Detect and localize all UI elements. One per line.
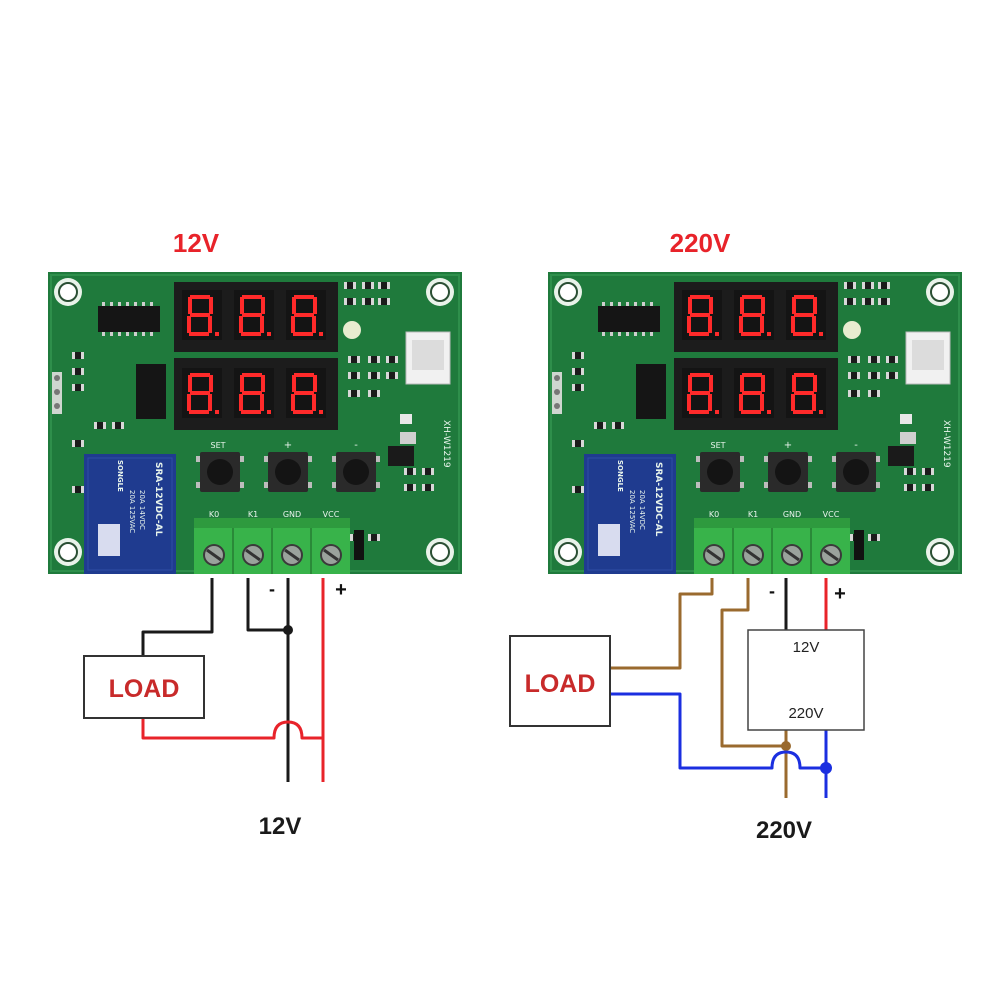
right-diagram: 220V SET + - K0 K1 GND VCC XH-W1219 SRA-… <box>509 228 962 844</box>
right-k1-wire <box>720 578 786 748</box>
right-board: SET + - K0 K1 GND VCC XH-W1219 SRA-12VDC… <box>548 272 962 574</box>
gnd-label: GND <box>783 510 801 519</box>
vcc-label: VCC <box>823 510 840 519</box>
right-brown-junction <box>781 741 791 751</box>
left-board-labels: SET + - K0 K1 GND VCC XH-W1219 SRA-12VDC… <box>116 420 451 537</box>
model-label: XH-W1219 <box>441 420 451 468</box>
k0-label: K0 <box>209 510 219 519</box>
minus-button-label: - <box>354 440 358 451</box>
right-supply-label: 220V <box>756 817 812 844</box>
relay-rating-2: 20A 125VAC <box>628 490 636 533</box>
relay-model: SRA-12VDC-AL <box>653 462 663 537</box>
vcc-label: VCC <box>323 510 340 519</box>
right-power-supply-box: 12V 220V <box>747 629 865 731</box>
model-label: XH-W1219 <box>941 420 951 468</box>
left-diagram: 12V SET + - K0 K1 GND VCC XH-W1219 SRA-1… <box>48 228 462 840</box>
relay-model: SRA-12VDC-AL <box>153 462 163 537</box>
right-board-labels: SET + - K0 K1 GND VCC XH-W1219 SRA-12VDC… <box>616 420 951 537</box>
right-blue-junction <box>820 762 832 774</box>
relay-brand: SONGLE <box>116 460 124 492</box>
right-load-box: LOAD <box>509 635 611 727</box>
right-title: 220V <box>670 228 731 258</box>
set-label: SET <box>710 441 725 450</box>
right-plus-label: + <box>834 583 846 605</box>
minus-button-label: - <box>854 440 858 451</box>
left-load-box: LOAD <box>83 655 205 719</box>
left-k1-to-gnd-wire <box>246 578 288 632</box>
set-label: SET <box>210 441 225 450</box>
left-load-label: LOAD <box>109 675 180 703</box>
left-plus-label: + <box>335 579 347 601</box>
right-load-label: LOAD <box>525 670 596 698</box>
left-supply-label: 12V <box>259 813 302 840</box>
k1-label: K1 <box>748 510 758 519</box>
plus-button-label: + <box>784 440 792 451</box>
left-title: 12V <box>173 228 220 258</box>
psu-input-label: 220V <box>788 705 823 722</box>
left-board: SET + - K0 K1 GND VCC XH-W1219 SRA-12VDC… <box>48 272 462 574</box>
relay-rating-1: 20A 14VDC <box>638 490 646 530</box>
left-minus-label: - <box>269 579 275 599</box>
left-load-wire-k0 <box>141 578 214 656</box>
right-load-return-wire <box>610 692 826 770</box>
psu-output-label: 12V <box>793 639 820 656</box>
plus-button-label: + <box>284 440 292 451</box>
left-junction-dot <box>283 625 293 635</box>
relay-brand: SONGLE <box>616 460 624 492</box>
k1-label: K1 <box>248 510 258 519</box>
right-load-wire-k0 <box>610 578 714 670</box>
k0-label: K0 <box>709 510 719 519</box>
relay-rating-2: 20A 125VAC <box>128 490 136 533</box>
gnd-label: GND <box>283 510 301 519</box>
right-minus-label: - <box>769 581 775 601</box>
left-load-return-wire <box>141 718 323 740</box>
relay-rating-1: 20A 14VDC <box>138 490 146 530</box>
